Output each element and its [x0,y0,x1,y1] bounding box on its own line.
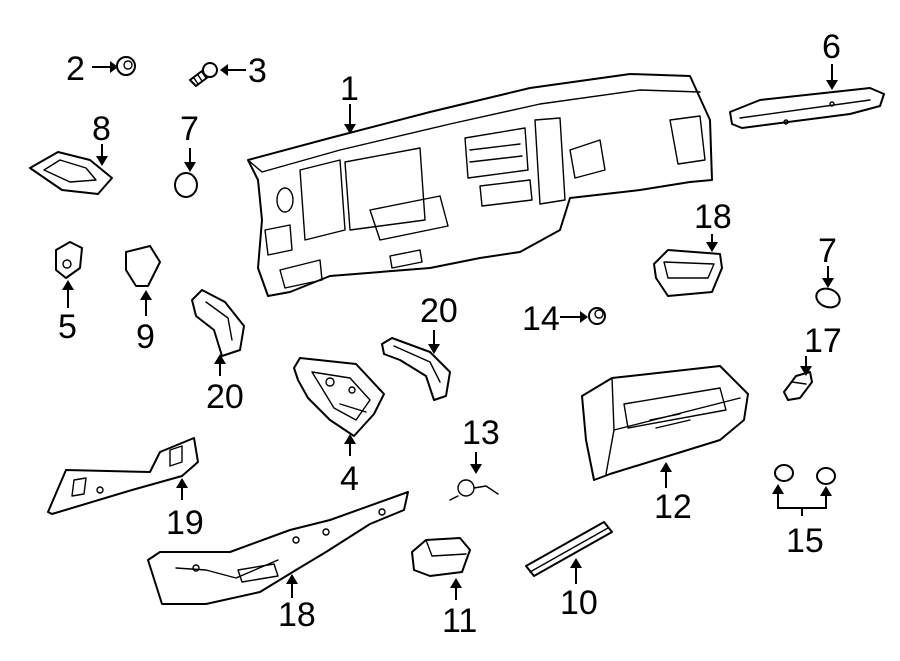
callout-10: 10 [560,584,598,622]
callout-19: 19 [166,504,204,542]
callout-9: 9 [136,318,155,356]
callout-8: 8 [92,110,111,148]
cover-part-9 [125,245,161,287]
plug-part-7-right [815,287,841,309]
bumper-part-15-right [816,467,836,485]
bracket-part-5 [55,241,83,279]
callout-1: 1 [340,70,359,108]
callout-2: 2 [66,50,85,88]
callout-labels: 1 2 3 6 8 7 7 5 9 20 20 4 14 18 17 12 13… [58,28,842,640]
callout-20-center: 20 [420,292,458,330]
callout-15: 15 [786,522,824,560]
callout-11: 11 [442,602,477,640]
callout-14: 14 [522,300,560,338]
spring-clip-part-13 [449,479,499,501]
leader-lines [62,61,838,600]
callout-7-right: 7 [818,232,837,270]
defroster-grille [729,87,885,129]
screw-part-3 [189,62,218,87]
instrument-panel [247,73,713,297]
knee-bolster-part-18 [147,491,409,605]
callout-6: 6 [822,28,841,66]
callout-3: 3 [248,52,267,90]
callout-18: 18 [278,596,316,634]
callout-20-left: 20 [206,378,244,416]
clip-part-2 [116,56,136,76]
callout-17: 18 [694,198,732,236]
callout-4: 4 [340,460,359,498]
connector-part-16 [783,371,813,401]
bracket-part-20-left [191,289,245,357]
bracket-part-20-center [381,337,451,401]
clip-part-14 [588,307,606,325]
reinforcement-part-4 [293,357,385,437]
callout-13: 13 [462,414,500,452]
plug-part-7-left [174,172,198,198]
callout-16: 17 [804,322,842,360]
seal-part-10 [525,521,613,577]
callout-5: 5 [58,308,77,346]
callout-12: 12 [654,488,692,526]
bezel-part-8 [29,151,113,195]
storage-bin [653,249,723,297]
bumper-part-15-left [774,464,794,482]
glove-box [581,365,749,481]
lower-trim-part-19 [47,437,199,515]
duct-part-11 [411,537,471,577]
callout-7-top: 7 [180,110,199,148]
